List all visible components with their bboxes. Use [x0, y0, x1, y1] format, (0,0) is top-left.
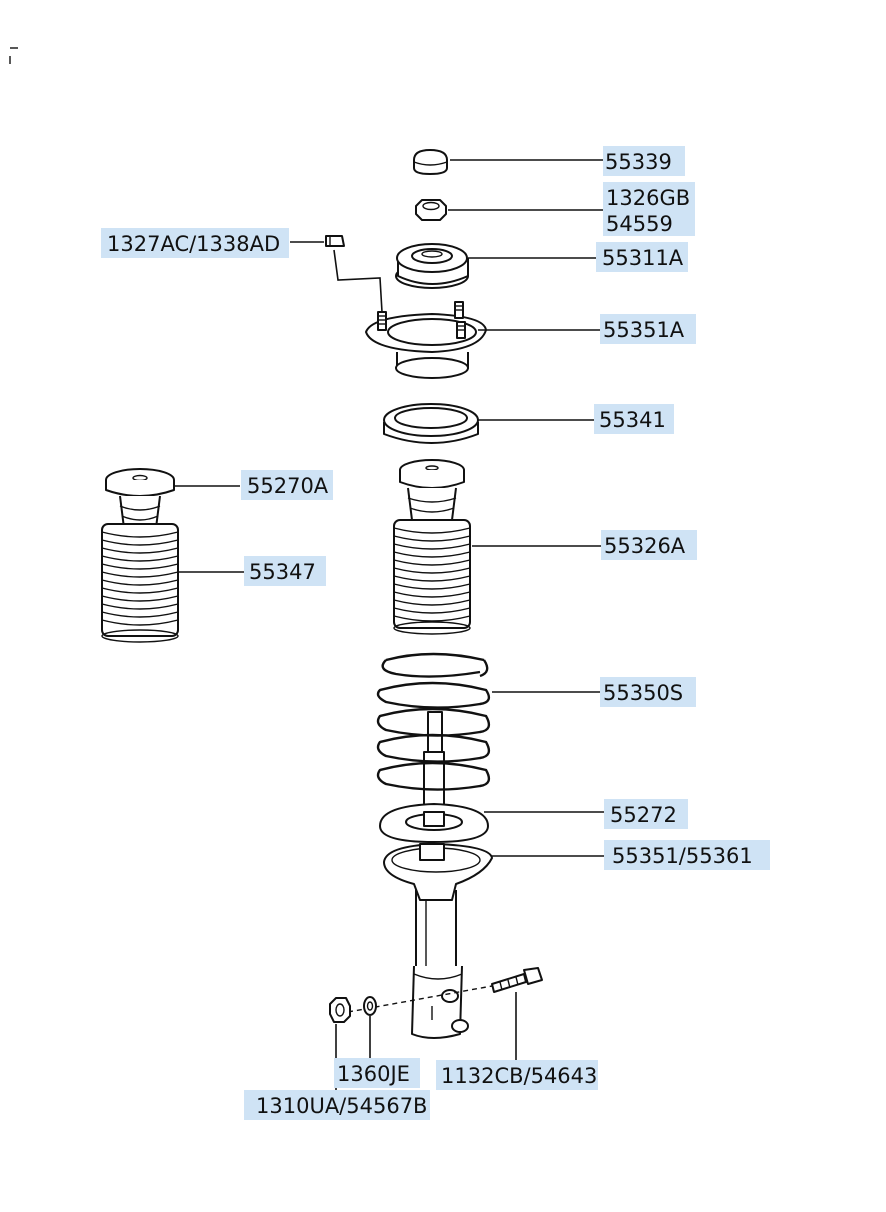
dust-cap-drawing [413, 149, 448, 175]
label-1310ua-54567b[interactable]: 1310UA/54567B [244, 1090, 430, 1120]
spring-seat-drawing [383, 843, 493, 901]
insulator-drawing [395, 243, 469, 289]
label-55326a[interactable]: 55326A [601, 530, 697, 560]
label-55347[interactable]: 55347 [244, 556, 326, 586]
leader-mount-nut-path [333, 249, 383, 313]
part-number-text: 55347 [249, 560, 316, 584]
part-number-text: 55339 [605, 150, 672, 174]
part-number-text: 1360JE [337, 1062, 410, 1086]
label-1327ac-1338ad[interactable]: 1327AC/1338AD [101, 228, 289, 258]
label-55270a[interactable]: 55270A [241, 470, 333, 500]
coil-spring-drawing [376, 652, 491, 791]
part-number-text: 55341 [599, 408, 666, 432]
part-number-text: 55351A [603, 318, 685, 342]
part-number-text: 55311A [602, 246, 684, 270]
mount-nut-drawing [325, 235, 345, 247]
label-55350s[interactable]: 55350S [600, 677, 696, 707]
dust-boot-left-drawing [101, 523, 179, 643]
part-number-text: 55326A [604, 534, 686, 558]
strut-nut-drawing [329, 997, 351, 1023]
label-55311a[interactable]: 55311A [596, 242, 688, 272]
spring-pad-drawing [379, 803, 489, 843]
part-number-text: 55270A [247, 474, 329, 498]
bumper-boot-center-drawing [393, 459, 471, 635]
label-55341[interactable]: 55341 [594, 404, 674, 434]
strut-bolt-drawing [491, 967, 543, 993]
part-number-text: 55350S [603, 681, 683, 705]
bolt-axis-line [347, 985, 493, 1013]
part-number-text: 1326GB [606, 186, 690, 210]
part-number-text: 1310UA/54567B [256, 1094, 427, 1118]
corner-mark [9, 47, 18, 64]
part-labels: 55339 1326GB 54559 1327AC/1338AD 55311A … [101, 146, 770, 1120]
label-55339[interactable]: 55339 [603, 146, 685, 176]
label-1360je[interactable]: 1360JE [334, 1058, 420, 1088]
label-55272[interactable]: 55272 [604, 799, 688, 829]
label-1132cb-54643[interactable]: 1132CB/54643 [436, 1060, 598, 1090]
part-number-text: 54559 [606, 212, 673, 236]
label-55351a[interactable]: 55351A [600, 314, 696, 344]
lock-nut-drawing [415, 199, 447, 221]
bumper-left-drawing [105, 468, 175, 529]
washer-drawing [363, 996, 377, 1016]
label-1326gb-54559[interactable]: 1326GB 54559 [603, 182, 695, 236]
leader-lines [174, 159, 604, 1110]
upper-mount-plate-drawing [365, 301, 487, 379]
strut-bearing-drawing [383, 403, 479, 444]
part-number-text: 1132CB/54643 [441, 1064, 597, 1088]
label-55351-55361[interactable]: 55351/55361 [604, 840, 770, 870]
part-number-text: 55272 [610, 803, 677, 827]
part-number-text: 55351/55361 [612, 844, 753, 868]
part-number-text: 1327AC/1338AD [107, 232, 280, 256]
